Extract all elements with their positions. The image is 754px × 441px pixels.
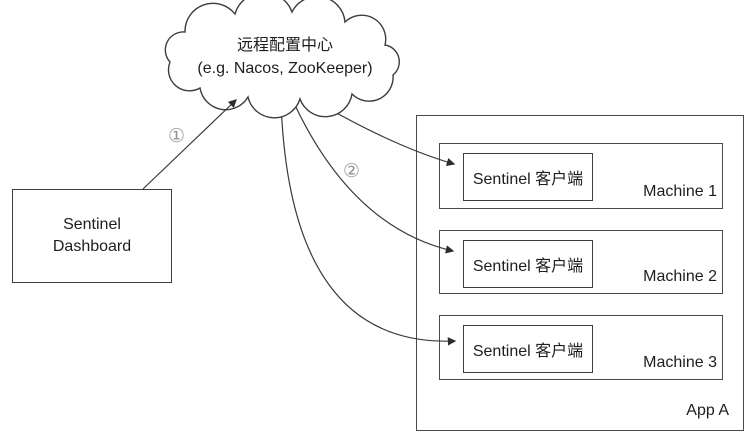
step-1-annotation: ①: [168, 126, 186, 147]
machine-box-1: Sentinel 客户端 Machine 1: [439, 143, 723, 209]
arrow-dashboard-to-config: [142, 99, 237, 190]
sentinel-client-box-3: Sentinel 客户端: [463, 325, 593, 373]
cloud-title: 远程配置中心: [236, 37, 333, 54]
client-label-1: Sentinel 客户端: [472, 171, 584, 188]
cloud-text: 远程配置中心 (e.g. Nacos, ZooKeeper): [174, 34, 396, 80]
machine-label-2: Machine 2: [643, 268, 717, 285]
step-2-annotation: ②: [343, 161, 361, 182]
cloud-subtitle: (e.g. Nacos, ZooKeeper): [197, 60, 373, 77]
machine-box-2: Sentinel 客户端 Machine 2: [439, 230, 723, 294]
client-label-2: Sentinel 客户端: [472, 258, 584, 275]
sentinel-client-box-1: Sentinel 客户端: [463, 153, 593, 201]
client-label-3: Sentinel 客户端: [472, 343, 584, 360]
sentinel-dashboard-box: Sentinel Dashboard: [12, 189, 172, 283]
machine-label-3: Machine 3: [643, 354, 717, 371]
machine-box-3: Sentinel 客户端 Machine 3: [439, 315, 723, 380]
sentinel-client-box-2: Sentinel 客户端: [463, 240, 593, 288]
app-label: App A: [686, 402, 729, 419]
app-a-box: Sentinel 客户端 Machine 1 Sentinel 客户端 Mach…: [416, 115, 744, 431]
dashboard-label: Sentinel Dashboard: [52, 216, 132, 255]
machine-label-1: Machine 1: [643, 183, 717, 200]
